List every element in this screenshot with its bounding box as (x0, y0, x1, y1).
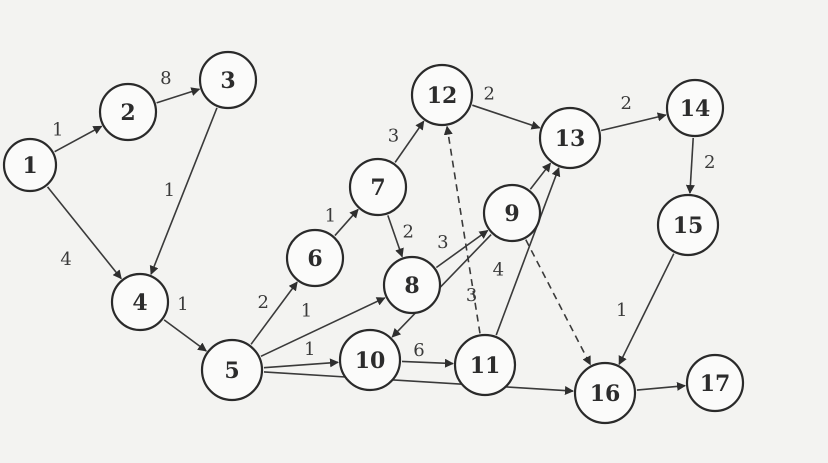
edge-4-5 (163, 319, 207, 352)
node-circle (285, 228, 345, 288)
node-2: 2 (98, 82, 158, 142)
node-11: 11 (453, 333, 517, 397)
edge-8-9 (435, 229, 489, 269)
node-8: 8 (382, 255, 442, 315)
edge-15-16 (618, 253, 675, 366)
node-label: 2 (120, 100, 135, 126)
edge-weight-9-10: 3 (466, 285, 477, 306)
edges-layer (46, 87, 695, 396)
node-17: 17 (685, 353, 745, 413)
node-label: 4 (132, 290, 147, 316)
edge-weight-14-15: 2 (704, 152, 715, 173)
edge-11-13 (495, 167, 561, 336)
edge-weight-15-16: 1 (616, 300, 627, 321)
node-label: 3 (220, 68, 235, 94)
node-label: 10 (355, 348, 386, 374)
node-circle (200, 338, 264, 402)
edge-14-15 (685, 137, 695, 194)
edge-5-8 (260, 297, 386, 358)
edge-weight-5-8: 1 (301, 300, 312, 321)
node-1: 1 (2, 137, 58, 193)
node-circle (382, 255, 442, 315)
edge-weight-7-12: 3 (388, 125, 399, 146)
node-15: 15 (656, 193, 720, 257)
node-circle (482, 183, 542, 243)
edge-weight-1-4: 4 (60, 249, 71, 270)
edge-1-2 (54, 125, 103, 153)
node-3: 3 (198, 50, 258, 110)
edge-weight-7-8: 2 (403, 221, 414, 242)
edge-12-13 (472, 104, 541, 130)
edge-weight-4-5: 1 (177, 294, 188, 315)
node-label: 5 (224, 358, 239, 384)
node-circle (573, 361, 637, 425)
edge-weight-3-4: 1 (164, 180, 175, 201)
edge-weight-5-10: 1 (304, 339, 315, 360)
edge-weight-10-11: 6 (413, 340, 424, 361)
node-circle (453, 333, 517, 397)
edge-weight-1-2: 1 (52, 120, 63, 141)
node-label: 16 (590, 381, 621, 407)
edge-3-4 (149, 107, 218, 275)
edge-weight-12-13: 2 (484, 84, 495, 105)
edge-9-13 (529, 162, 552, 190)
node-9: 9 (482, 183, 542, 243)
edge-6-7 (334, 208, 359, 237)
edge-13-14 (600, 112, 667, 132)
edge-1-4 (46, 186, 122, 280)
node-label: 11 (470, 353, 501, 379)
node-circle (538, 106, 602, 170)
node-label: 6 (307, 246, 322, 272)
node-circle (348, 157, 408, 217)
node-label: 13 (555, 126, 586, 152)
node-6: 6 (285, 228, 345, 288)
node-label: 15 (673, 213, 704, 239)
node-circle (665, 78, 725, 138)
edge-9-10 (391, 234, 492, 338)
node-5: 5 (200, 338, 264, 402)
node-7: 7 (348, 157, 408, 217)
edge-5-16 (263, 371, 574, 396)
node-label: 8 (404, 273, 419, 299)
node-circle (98, 82, 158, 142)
edge-2-3 (156, 87, 201, 104)
node-circle (198, 50, 258, 110)
edge-7-8 (387, 215, 404, 258)
node-circle (338, 328, 402, 392)
node-4: 4 (110, 272, 170, 332)
node-circle (2, 137, 58, 193)
node-circle (685, 353, 745, 413)
node-label: 12 (427, 83, 458, 109)
node-label: 14 (680, 96, 711, 122)
edge-11-12 (443, 125, 481, 334)
node-14: 14 (665, 78, 725, 138)
node-circle (110, 272, 170, 332)
node-16: 16 (573, 361, 637, 425)
edge-weight-6-7: 1 (325, 205, 336, 226)
edge-5-10 (263, 358, 339, 369)
edge-weight-2-3: 8 (160, 68, 171, 89)
node-circle (656, 193, 720, 257)
edge-weight-13-14: 2 (621, 93, 632, 114)
edge-weight-8-9: 3 (437, 232, 448, 253)
node-10: 10 (338, 328, 402, 392)
edge-5-6 (250, 281, 298, 345)
edge-16-17 (636, 381, 687, 391)
node-label: 9 (504, 201, 519, 227)
edge-10-11 (401, 358, 454, 368)
node-circle (410, 63, 474, 127)
edge-weight-5-6: 2 (257, 292, 268, 313)
node-label: 1 (22, 153, 37, 179)
node-label: 7 (370, 175, 385, 201)
node-12: 12 (410, 63, 474, 127)
node-label: 17 (700, 371, 731, 397)
node-13: 13 (538, 106, 602, 170)
edge-9-16 (525, 239, 592, 366)
edge-7-12 (394, 120, 425, 163)
edge-weight-11-13: 4 (493, 259, 504, 280)
